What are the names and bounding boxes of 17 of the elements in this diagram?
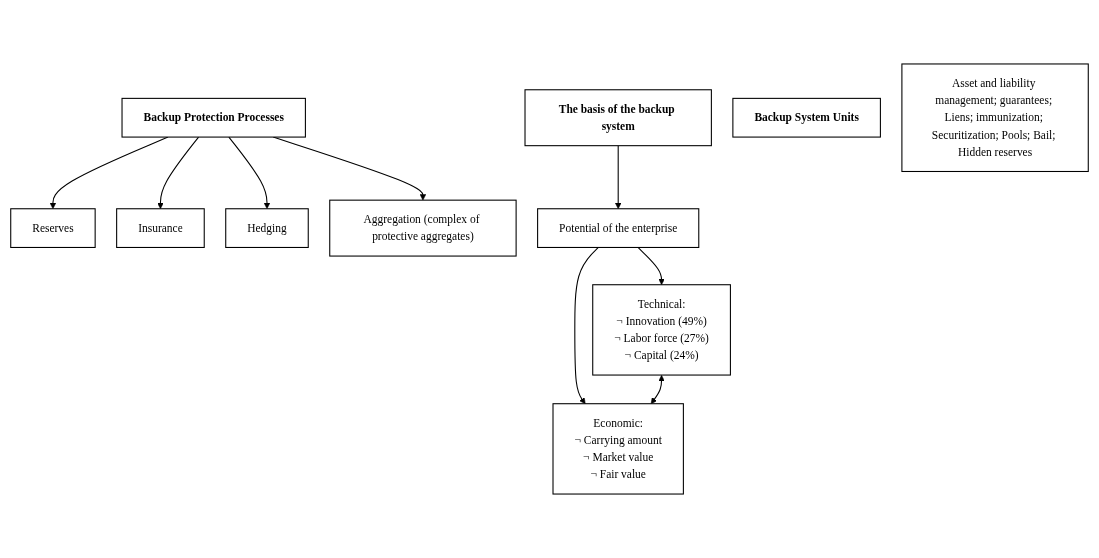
arrow: [157, 136, 200, 210]
node-box: Backup Protection Processes: [121, 97, 306, 138]
node-box: Economic: ¬ Carrying amount ¬ Market value ¬ Fair value: [552, 403, 684, 495]
node-box: Insurance: [116, 208, 205, 248]
node-box: Hedging: [225, 208, 309, 248]
node-box: Backup System Units: [732, 97, 881, 138]
node-box: Asset and liability management; guarantees; Liens; immunization; Securitization; Pools; Bail; Hidden reserves: [901, 63, 1089, 172]
node-box: Potential of the enterprise: [537, 208, 700, 248]
node-box: Reserves: [10, 208, 96, 248]
arrow: [650, 375, 665, 404]
arrow: [615, 145, 622, 210]
node-box: Aggregation (complex of protective aggregates): [329, 199, 517, 257]
arrow: [574, 246, 599, 404]
arrow: [637, 246, 665, 285]
arrow: [228, 136, 271, 210]
node-box: The basis of the backup system: [524, 89, 712, 147]
node-box: Technical: ¬ Innovation (49%) ¬ Labor force (27%) ¬ Capital (24%): [592, 284, 731, 376]
